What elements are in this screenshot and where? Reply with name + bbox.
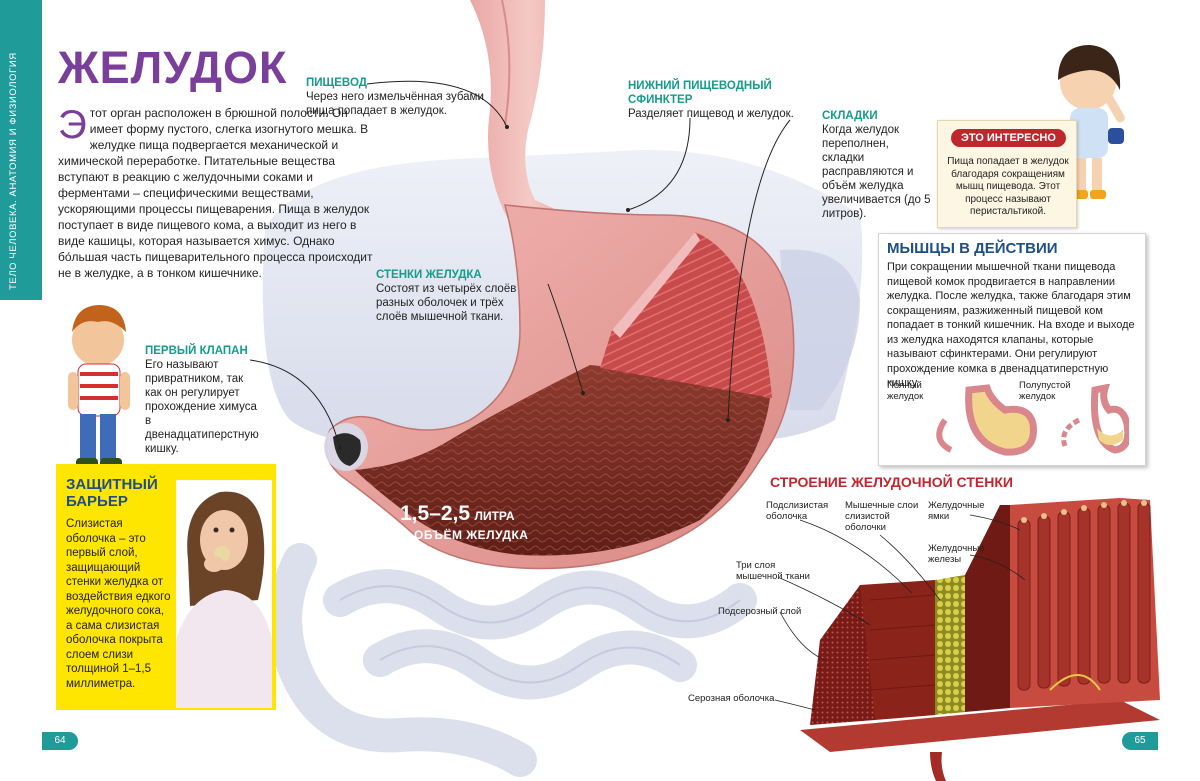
label-muscular-mucosa: Мышечные слои слизистой оболочки	[845, 500, 919, 533]
label-subserous: Подсерозный слой	[718, 606, 802, 617]
callout-sphincter-title: НИЖНИЙ ПИЩЕВОДНЫЙ СФИНКТЕР	[628, 80, 772, 106]
intro-text: тот орган расположен в брюшной полости. …	[58, 106, 373, 280]
page-title: ЖЕЛУДОК	[58, 42, 288, 93]
barrier-text: Слизистая оболочка – это первый слой, за…	[66, 518, 171, 690]
barrier-title: ЗАЩИТНЫЙ БАРЬЕР	[66, 476, 158, 510]
label-serous: Серозная оболочка	[688, 693, 775, 704]
fact-badge: ЭТО ИНТЕРЕСНО	[951, 129, 1066, 147]
page-number-right: 65	[1122, 732, 1158, 750]
label-gastric-pits: Желудочные ямки	[928, 500, 985, 522]
wall-structure-diagram	[774, 498, 1160, 781]
interesting-fact-box: ЭТО ИНТЕРЕСНО Пища попадает в желудок бл…	[937, 120, 1077, 228]
girl-photo-overlay	[176, 480, 272, 708]
half-stomach-label: Полупустой желудок	[1019, 380, 1071, 402]
girl-figure	[1058, 45, 1125, 199]
callout-valve-text: Его называют привратником, так как он ре…	[145, 359, 259, 455]
boy-figure	[68, 305, 130, 468]
callout-walls-text: Состоят из четырёх слоёв разных оболочек…	[376, 283, 517, 323]
volume-value: 1,5–2,5	[400, 502, 471, 525]
full-stomach-label: Полный желудок	[887, 380, 924, 402]
callout-walls: СТЕНКИ ЖЕЛУДКА Состоят из четырёх слоёв …	[376, 268, 526, 324]
label-gastric-glands: Желудочные железы	[928, 543, 985, 565]
page-number-left: 64	[42, 732, 78, 750]
stomach-states-diagram	[936, 384, 1129, 456]
callout-sphincter-text: Разделяет пищевод и желудок.	[628, 108, 794, 120]
muscles-title: МЫШЦЫ В ДЕЙСТВИИ	[887, 240, 1058, 257]
dropcap: Э	[58, 103, 87, 147]
structure-title: СТРОЕНИЕ ЖЕЛУДОЧНОЙ СТЕНКИ	[770, 474, 1013, 490]
side-strip	[0, 0, 42, 300]
volume-caption: ОБЪЁМ ЖЕЛУДКА	[414, 528, 529, 542]
label-submucosa: Подслизистая оболочка	[766, 500, 829, 522]
callout-valve-title: ПЕРВЫЙ КЛАПАН	[145, 345, 248, 357]
callout-sphincter: НИЖНИЙ ПИЩЕВОДНЫЙ СФИНКТЕР Разделяет пищ…	[628, 79, 808, 121]
callout-esophagus: ПИЩЕВОД Через него измельчённая зубами п…	[306, 76, 491, 118]
muscles-box: МЫШЦЫ В ДЕЙСТВИИ При сокращении мышечной…	[878, 233, 1146, 466]
callout-esophagus-title: ПИЩЕВОД	[306, 77, 367, 89]
callout-folds-title: СКЛАДКИ	[822, 110, 878, 122]
label-three-muscle-layers: Три слоя мышечной ткани	[736, 560, 810, 582]
stomach-volume: 1,5–2,5 ЛИТРА ОБЪЁМ ЖЕЛУДКА	[400, 502, 528, 542]
muscles-text: При сокращении мышечной ткани пищевода п…	[887, 261, 1135, 389]
callout-folds-text: Когда желудок переполнен, складки распра…	[822, 124, 931, 220]
section-label: Тело человека. Анатомия и физиология	[8, 52, 19, 290]
callout-walls-title: СТЕНКИ ЖЕЛУДКА	[376, 269, 482, 281]
callout-folds: СКЛАДКИ Когда желудок переполнен, складк…	[822, 109, 932, 221]
callout-esophagus-text: Через него измельчённая зубами пища попа…	[306, 91, 484, 117]
fact-text: Пища попадает в желудок благодаря сокращ…	[947, 156, 1069, 217]
volume-unit: ЛИТРА	[474, 509, 515, 523]
callout-valve: ПЕРВЫЙ КЛАПАН Его называют привратником,…	[145, 344, 263, 456]
